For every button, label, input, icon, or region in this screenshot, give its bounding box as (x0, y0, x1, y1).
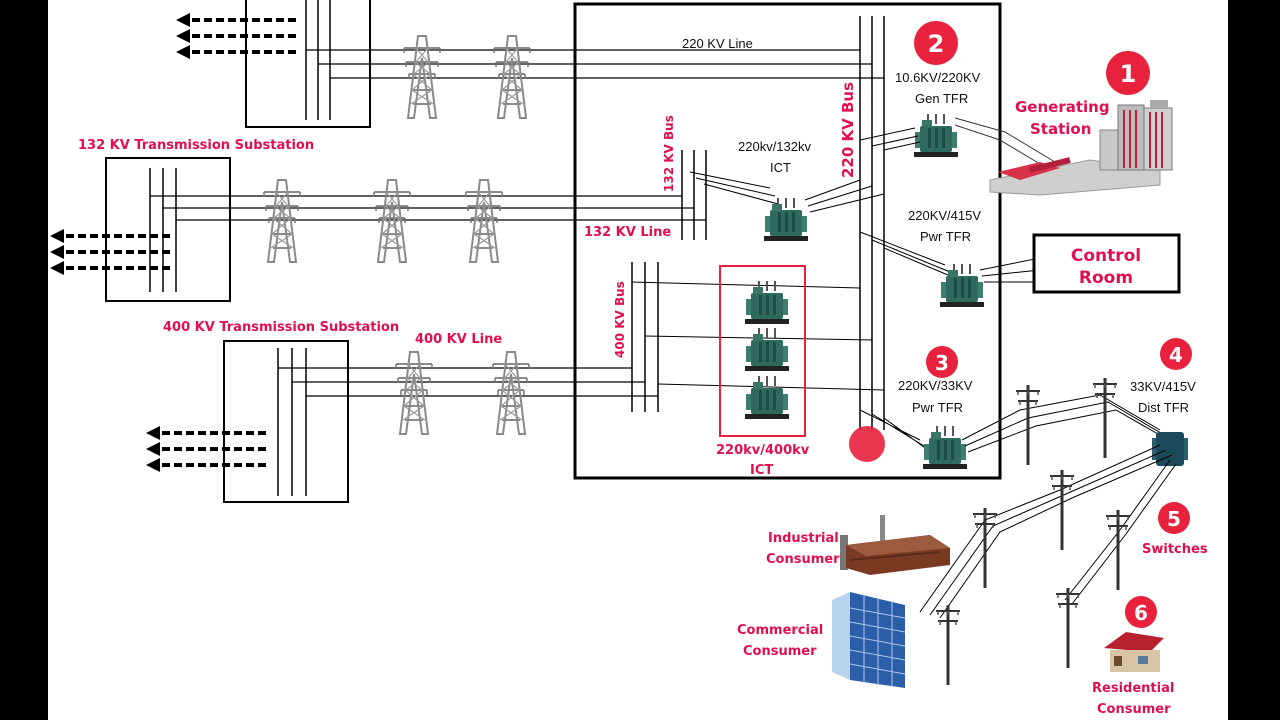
svg-text:6: 6 (1134, 601, 1148, 625)
sub-400-label: 400 KV Transmission Substation (163, 320, 399, 335)
gen-station-label: Generating (1015, 98, 1110, 116)
residential-label: Residential (1092, 681, 1174, 696)
ict-400-label: 220kv/400kv (716, 443, 810, 458)
substation-400: 400 KV Transmission Substation (144, 320, 399, 503)
residential-label-2: Consumer (1097, 702, 1171, 717)
transformer-icon (1152, 432, 1188, 466)
substation-132: 132 KV Transmission Substation (48, 138, 314, 302)
ict-400-highlight (719, 265, 806, 437)
generating-station-icon (989, 100, 1173, 196)
control-room-label-2: Room (1079, 268, 1133, 288)
bus-220-bars (859, 16, 885, 430)
badge-4: 4 (1160, 338, 1192, 370)
bus-400-label: 400 KV Bus (613, 281, 627, 358)
pwr-33-label-2: Pwr TFR (912, 400, 963, 415)
main-substation-box (573, 2, 1002, 480)
top-substation (174, 0, 371, 128)
bus-132-bars (681, 150, 707, 240)
line-220-label: 220 KV Line (682, 36, 753, 51)
svg-text:5: 5 (1167, 507, 1181, 531)
industrial-label-2: Consumer (766, 552, 840, 567)
badge-1: 1 (1106, 51, 1150, 95)
line-400-label: 400 KV Line (415, 332, 502, 347)
arrow-left-icon (174, 11, 298, 61)
svg-text:4: 4 (1169, 343, 1183, 367)
dist-tfr-label: 33KV/415V (1130, 379, 1196, 394)
bus-220-label: 220 KV Bus (839, 82, 857, 178)
bus-400-bars (631, 262, 659, 412)
arrow-left-icon (144, 424, 268, 474)
gen-tfr-label: 10.6KV/220KV (895, 70, 981, 85)
factory-icon (840, 515, 950, 575)
sub-132-label: 132 KV Transmission Substation (78, 138, 314, 153)
switches-label: Switches (1142, 542, 1208, 557)
industrial-label: Industrial (768, 531, 839, 546)
bus-132-label: 132 KV Bus (662, 115, 676, 192)
commercial-label: Commercial (737, 623, 823, 638)
control-room-label: Control (1071, 246, 1141, 266)
arrow-left-icon (48, 227, 172, 277)
dist-tfr-label-2: Dist TFR (1138, 400, 1189, 415)
badge-5: 5 (1158, 502, 1190, 534)
highlight-dot (849, 426, 885, 462)
ict-400-label-2: ICT (750, 463, 773, 478)
gen-tfr-label-2: Gen TFR (915, 91, 968, 106)
gen-station-label-2: Station (1030, 120, 1091, 138)
pwr-415-label-2: Pwr TFR (920, 229, 971, 244)
ict-132-label-2: ICT (770, 160, 791, 175)
ict-132-label: 220kv/132kv (738, 139, 811, 154)
house-icon (1104, 632, 1164, 672)
line-132-label: 132 KV Line (584, 225, 671, 240)
pwr-33-label: 220KV/33KV (898, 378, 973, 393)
badge-6: 6 (1125, 596, 1157, 628)
svg-text:3: 3 (935, 351, 949, 375)
badge-3: 3 (926, 346, 958, 378)
svg-text:1: 1 (1120, 60, 1137, 88)
transformer-icon (744, 280, 790, 420)
svg-text:2: 2 (928, 30, 945, 58)
control-room-box: Control Room (1032, 233, 1181, 294)
office-building-icon (832, 592, 906, 688)
badge-2: 2 (914, 21, 958, 65)
pwr-415-label: 220KV/415V (908, 208, 981, 223)
commercial-label-2: Consumer (743, 644, 817, 659)
